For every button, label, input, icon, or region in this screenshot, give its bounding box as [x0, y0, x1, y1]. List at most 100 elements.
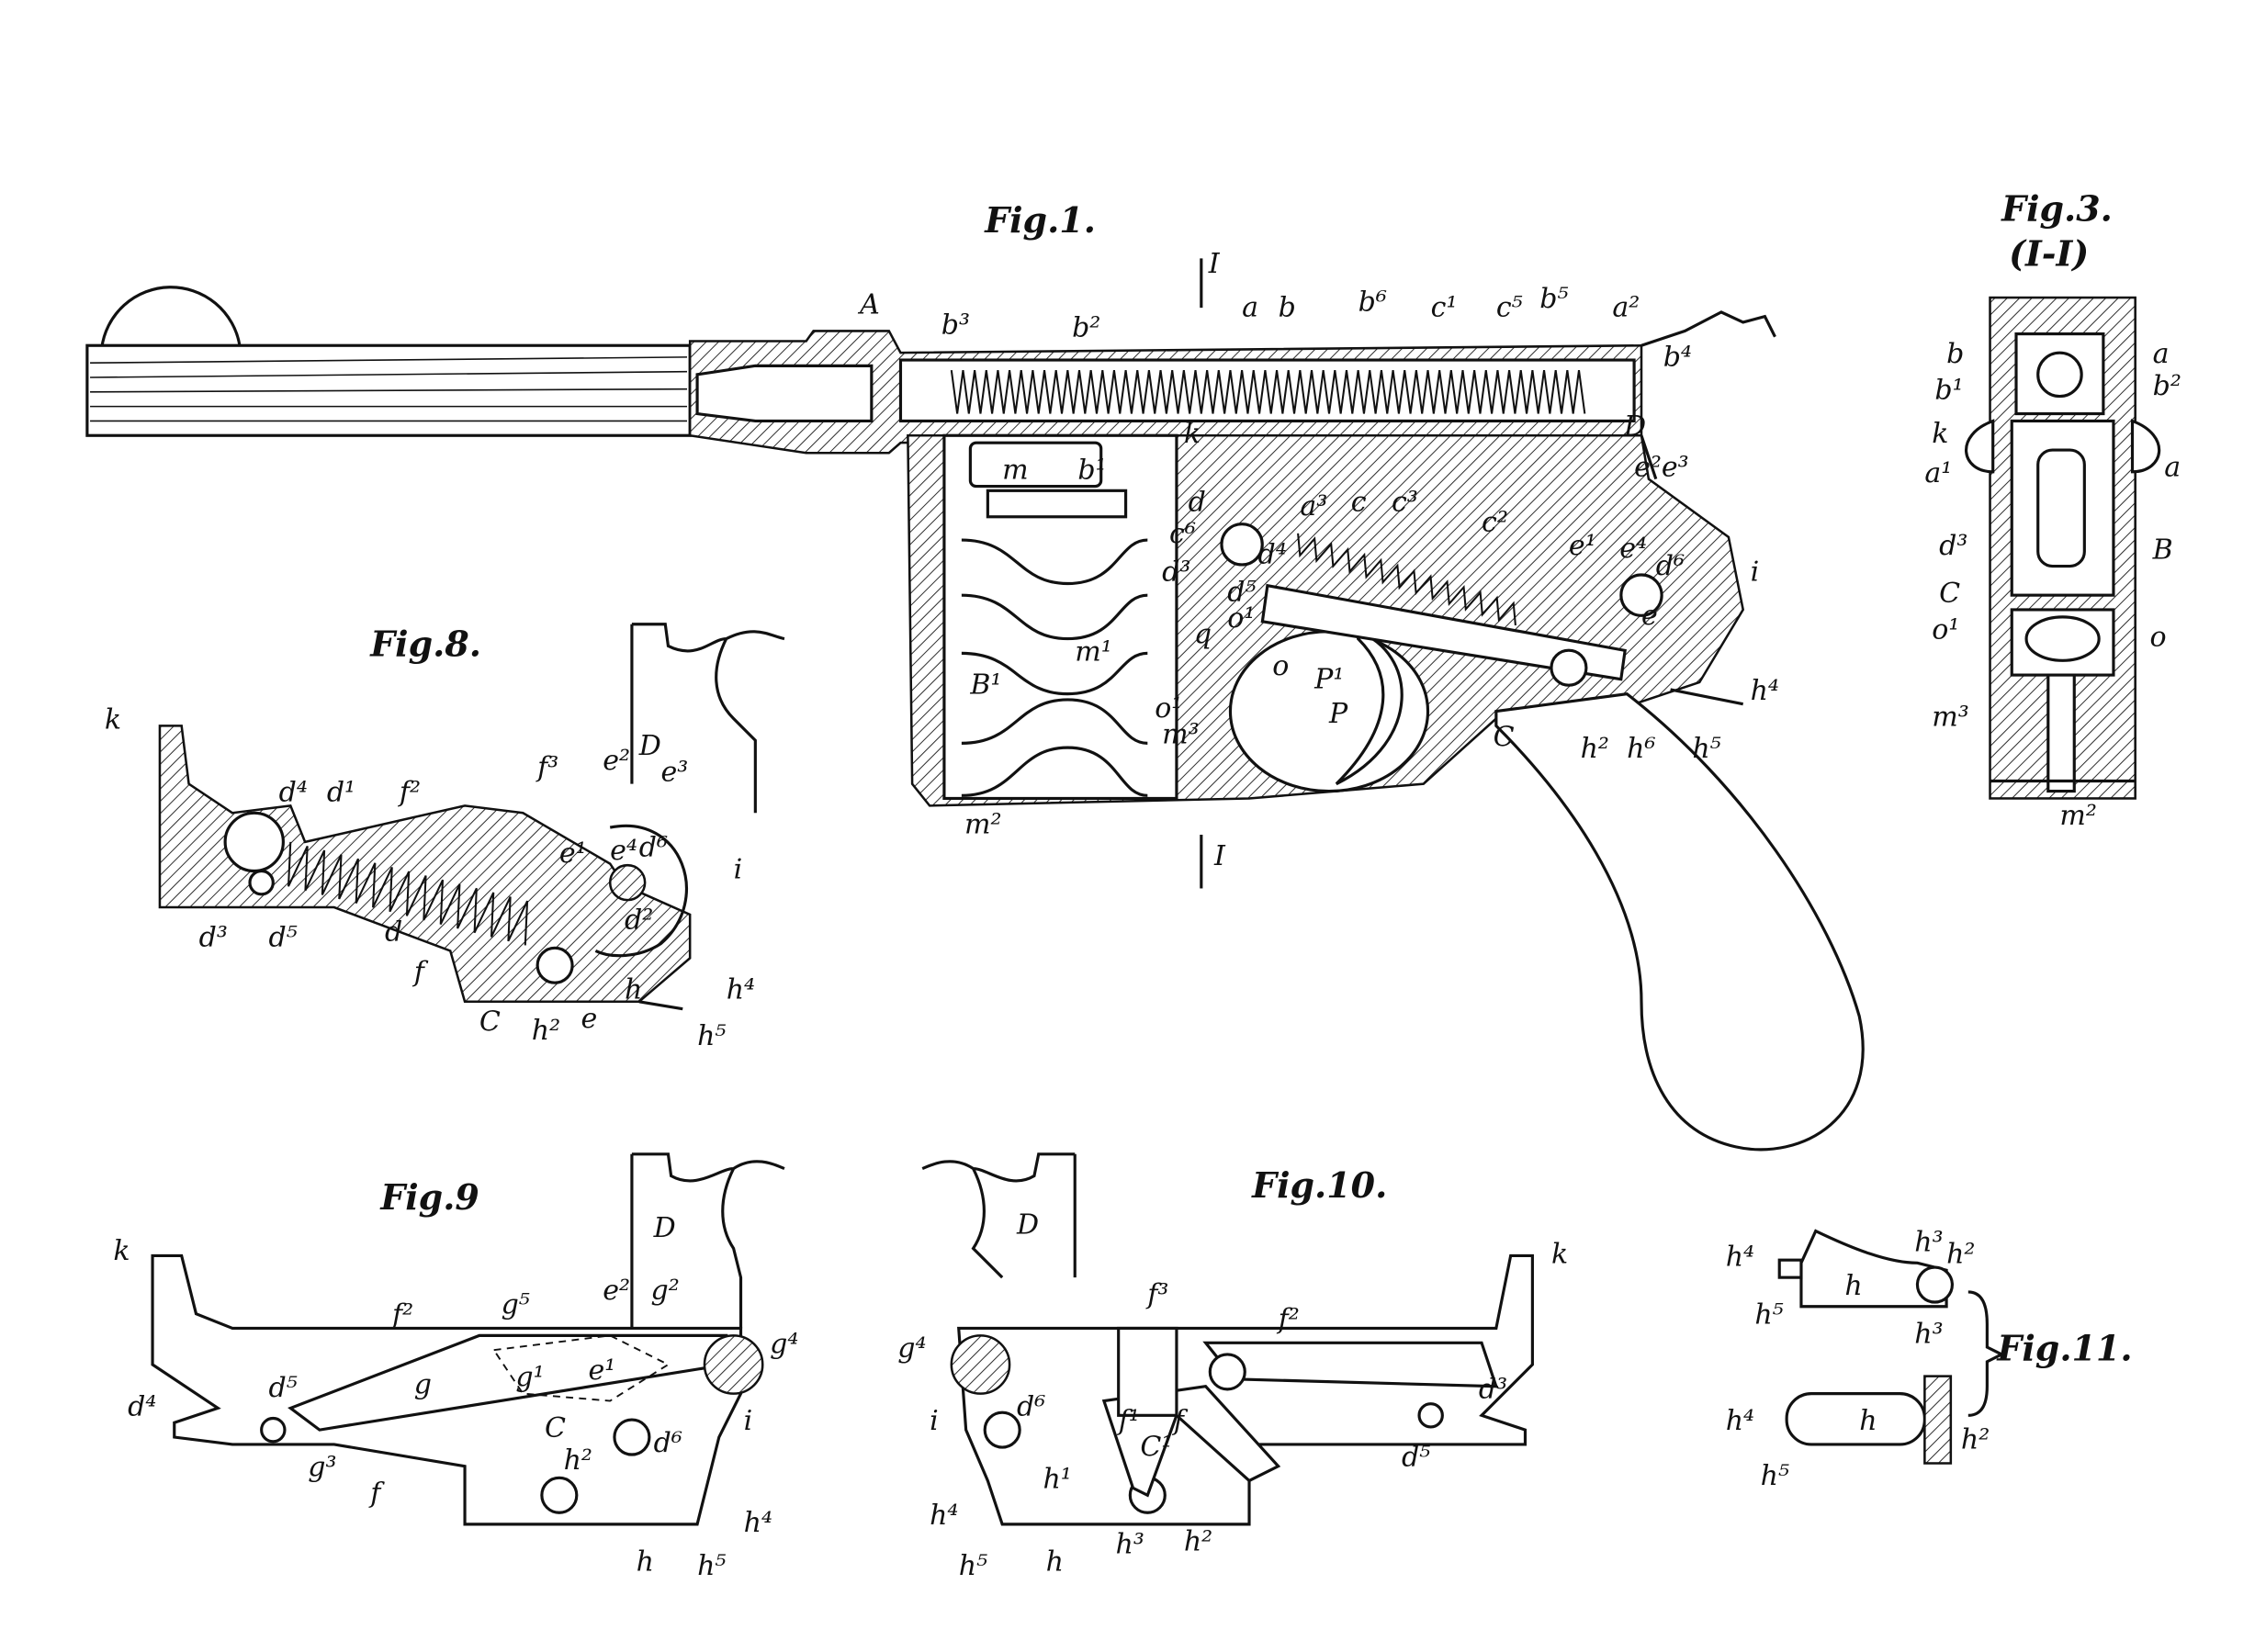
part-label: d⁴ [128, 1390, 156, 1422]
part-label: a² [1612, 292, 1640, 324]
part-label: e³ [661, 756, 689, 788]
part-label: h² [1581, 733, 1609, 765]
part-label: b [1279, 292, 1296, 324]
part-label: b⁶ [1358, 286, 1387, 318]
part-label: f¹ [1117, 1405, 1140, 1437]
part-label: h [637, 1545, 654, 1578]
part-label: g⁴ [897, 1332, 926, 1365]
part-label: C [1494, 722, 1515, 754]
part-label: h³ [1914, 1318, 1943, 1350]
part-label: C [545, 1412, 566, 1444]
part-label: f³ [535, 752, 558, 784]
part-label: D [653, 1212, 676, 1244]
part-label: d³ [1479, 1373, 1507, 1405]
part-label: e⁴ [1619, 533, 1647, 565]
part-label: A [857, 288, 880, 320]
part-label: o [1272, 650, 1289, 682]
part-label: d¹ [327, 777, 355, 809]
part-label: h⁴ [744, 1507, 772, 1539]
part-label: a [2153, 338, 2170, 370]
part-label: d⁶ [654, 1427, 682, 1459]
part-label: c³ [1392, 486, 1418, 518]
part-label: h² [1946, 1238, 1975, 1270]
part-label: f² [1277, 1303, 1300, 1335]
part-label: d⁶ [1017, 1390, 1045, 1422]
part-label: h⁴ [1751, 675, 1779, 707]
figure9-title: Fig.9 [379, 1176, 479, 1218]
part-label: h⁴ [1726, 1405, 1754, 1437]
part-label: C [479, 1006, 501, 1038]
part-label: e¹ [559, 837, 587, 870]
part-label: b³ [941, 309, 970, 342]
part-label: k [1551, 1238, 1568, 1270]
part-label: m³ [1162, 718, 1200, 750]
part-label: q [1194, 618, 1212, 650]
part-label: a¹ [1924, 457, 1952, 489]
figure1-title: Fig.1. [984, 199, 1096, 241]
part-label: g [414, 1369, 432, 1401]
part-label: d⁴ [279, 777, 308, 809]
part-label: g³ [308, 1452, 336, 1484]
figure-3-cross-section [1965, 296, 2161, 800]
part-label: m² [964, 808, 1002, 840]
part-label: k [1932, 418, 1948, 450]
part-label: i [930, 1405, 939, 1437]
part-label: h² [1184, 1525, 1212, 1557]
part-label: h⁵ [1754, 1299, 1783, 1332]
figure3-subtitle: (I-I) [2009, 232, 2089, 274]
part-label: b² [1072, 312, 1100, 344]
part-label: b¹ [1934, 375, 1963, 407]
part-label: d⁴ [1258, 538, 1287, 570]
part-label: e [581, 1003, 598, 1035]
part-label: D [1016, 1209, 1039, 1242]
part-label: e⁴ [610, 835, 637, 867]
figure11-title: Fig.11. [1996, 1327, 2132, 1368]
part-label: i [1751, 556, 1760, 588]
figure-8-lock-mechanism [158, 623, 785, 1011]
part-label: f² [390, 1299, 413, 1332]
part-label: B [2152, 534, 2173, 567]
part-label: k [113, 1235, 130, 1267]
part-label: h⁵ [1761, 1460, 1789, 1492]
part-label: c¹ [1431, 292, 1458, 324]
part-label: k [105, 704, 121, 736]
figure-11-pin-details [1777, 1229, 2005, 1465]
part-label: d³ [199, 922, 228, 954]
part-label: m¹ [1075, 635, 1112, 668]
part-label: d⁵ [1402, 1442, 1430, 1474]
part-label: h⁴ [727, 974, 755, 1006]
part-label: D [1623, 410, 1646, 443]
part-label: f³ [1145, 1279, 1168, 1311]
part-label: d [385, 916, 402, 948]
part-label: h [1046, 1545, 1064, 1578]
part-label: h⁵ [959, 1550, 987, 1582]
part-label: c⁶ [1169, 518, 1196, 550]
part-label: D [638, 730, 661, 762]
part-label: i [734, 853, 743, 885]
part-label: I [1213, 840, 1226, 872]
figure10-title: Fig.10. [1251, 1164, 1387, 1206]
part-label: d⁵ [269, 1372, 298, 1404]
part-label: c² [1482, 507, 1508, 539]
part-label: f² [398, 777, 421, 809]
part-label: h¹ [1043, 1463, 1071, 1495]
part-label: m³ [1932, 701, 1969, 733]
part-label: I [1208, 248, 1221, 280]
part-label: e² [603, 1275, 630, 1307]
part-label: o [2149, 621, 2166, 653]
part-label: g⁵ [502, 1289, 530, 1321]
part-label: B¹ [969, 669, 1001, 702]
part-label: b⁵ [1539, 283, 1568, 315]
part-label: e [1641, 600, 1658, 632]
part-label: b [1946, 338, 1964, 370]
part-label: d³ [1939, 530, 1967, 562]
part-label: c⁵ [1496, 292, 1523, 324]
part-label: a [2164, 452, 2181, 484]
part-label: h [1859, 1405, 1877, 1437]
part-label: d [1189, 486, 1206, 518]
figure-1-pistol-section [85, 258, 1865, 1152]
part-label: P¹ [1313, 663, 1344, 695]
part-label: m² [2059, 800, 2097, 832]
